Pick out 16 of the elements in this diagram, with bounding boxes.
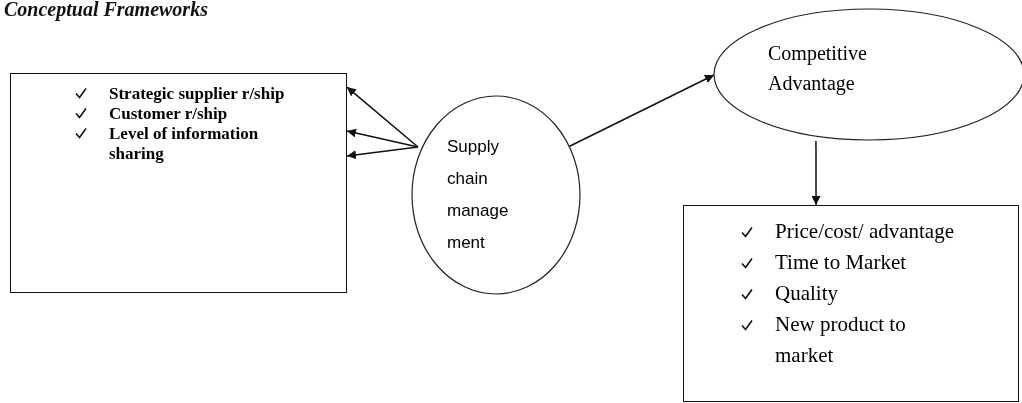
list-item-text: Customer r/ship xyxy=(109,104,228,124)
node-label: Competitive Advantage xyxy=(768,41,868,97)
list-item-text: Price/cost/ advantage xyxy=(775,218,954,245)
list-item-text: Quality xyxy=(775,280,838,307)
node-label: Supply chain manage ment xyxy=(447,136,510,254)
list-item-text: Time to Market xyxy=(775,249,907,276)
list-item-text: Strategic supplier r/ship xyxy=(109,84,285,104)
list-box xyxy=(10,73,347,293)
arrow xyxy=(811,140,821,206)
arrow xyxy=(346,146,419,160)
arrow xyxy=(346,128,419,148)
arrow xyxy=(346,86,419,148)
list-item-text: Level of information sharing xyxy=(109,124,260,164)
list-box xyxy=(683,205,1019,402)
diagram-title: Conceptual Frameworks xyxy=(4,0,208,21)
list-item-text: New product to market xyxy=(775,311,907,369)
